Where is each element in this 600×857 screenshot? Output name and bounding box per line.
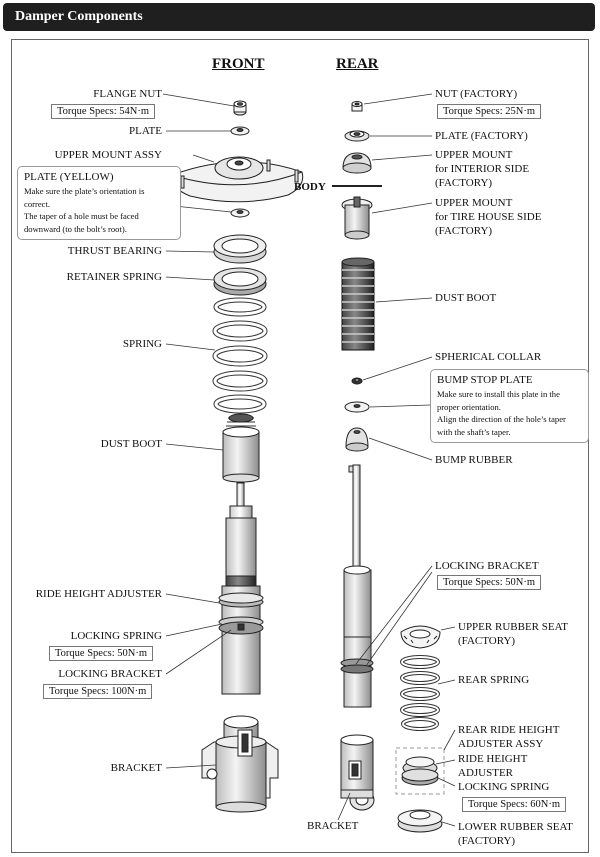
front-retainer-spring-label: RETAINER SPRING — [66, 271, 162, 283]
front-locking-bracket-label: LOCKING BRACKET — [58, 668, 162, 680]
rear-bump-stop-note-title: BUMP STOP PLATE — [437, 374, 533, 386]
rear-nut-label: NUT (FACTORY) — [435, 88, 518, 100]
rear-ride-height-adjuster-label-line: ADJUSTER — [458, 767, 514, 779]
rear-lower-rubber-seat-label-line: (FACTORY) — [458, 835, 516, 847]
rear-bracket-part — [340, 734, 375, 811]
leader-lines — [162, 93, 456, 827]
rear-spring-label: REAR SPRING — [458, 674, 530, 686]
rear-bump-rubber-part — [345, 427, 369, 452]
rear-upper-mount-interior-label-line: UPPER MOUNT — [435, 149, 513, 161]
rear-locking-bracket-label: LOCKING BRACKET — [435, 560, 539, 572]
front-locking-spring-torque: Torque Specs: 50N·m — [49, 646, 153, 661]
front-upper-mount-part — [171, 156, 304, 203]
rear-locking-spring-label: LOCKING SPRING — [458, 781, 550, 793]
rear-bump-stop-note-line: with the shaft’s taper. — [437, 426, 511, 437]
rear-upper-mount-tire-part — [341, 196, 373, 240]
rear-spring-part — [400, 655, 440, 731]
rear-upper-mount-tire-label-line: for TIRE HOUSE SIDE — [435, 211, 542, 223]
rear-damper-body-part — [340, 464, 374, 708]
front-bracket-label: BRACKET — [110, 762, 162, 774]
front-plate-note-line: Make sure the plate’s orientation is — [24, 186, 145, 196]
rear-bracket-label: BRACKET — [307, 820, 359, 832]
front-flange-nut-label: FLANGE NUT — [93, 88, 162, 100]
rear-locking-bracket-torque: Torque Specs: 50N·m — [437, 575, 541, 590]
rear-ride-height-adjuster-assy-label-line: ADJUSTER ASSY — [458, 738, 544, 750]
rear-bump-stop-note-line: Make sure to install this plate in the — [437, 389, 560, 399]
rear-upper-mount-tire-label-line: UPPER MOUNT — [435, 197, 513, 209]
rear-spherical-collar-label: SPHERICAL COLLAR — [435, 351, 542, 363]
rear-bump-stop-note-line: Align the direction of the hole’s taper — [437, 414, 566, 424]
front-plate-note-line: correct. — [24, 198, 50, 209]
front-retainer-spring-part — [213, 267, 267, 296]
rear-plate-part — [344, 130, 370, 142]
page-title: Damper Components — [15, 9, 143, 24]
rear-nut-torque: Torque Specs: 25N·m — [437, 104, 541, 119]
rear-dust-boot-part — [341, 257, 375, 351]
front-thrust-bearing-label: THRUST BEARING — [67, 245, 162, 257]
rear-upper-mount-tire-label-line: (FACTORY) — [435, 225, 493, 237]
front-plate-note-line: downward (to the bolt’s root). — [24, 223, 127, 234]
front-dust-boot-part — [222, 413, 260, 483]
front-plate-note-line: The taper of a hole must be faced — [24, 211, 139, 221]
front-damper-body-part — [218, 482, 264, 695]
rear-ride-height-adjuster-part — [395, 747, 445, 795]
rear-spherical-collar-part — [351, 377, 363, 385]
rear-bump-rubber-label: BUMP RUBBER — [435, 454, 513, 466]
header-bar: Damper Components — [3, 3, 595, 31]
rear-column-heading: REAR — [336, 56, 379, 72]
front-yellow-plate-part — [230, 208, 250, 218]
front-bracket-part — [201, 715, 279, 813]
rear-upper-mount-interior-label-line: (FACTORY) — [435, 177, 493, 189]
front-plate-note-title: PLATE (YELLOW) — [24, 171, 114, 183]
rear-nut-part — [351, 101, 363, 112]
front-upper-mount-label: UPPER MOUNT ASSY — [54, 149, 162, 161]
front-plate-note: PLATE (YELLOW) Make sure the plate’s ori… — [17, 166, 181, 240]
rear-upper-rubber-seat-part — [400, 625, 441, 649]
rear-upper-mount-interior-part — [342, 152, 372, 174]
rear-locking-spring-torque: Torque Specs: 60N·m — [462, 797, 566, 812]
body-label: BODY — [294, 181, 326, 193]
rear-bump-stop-plate-part — [344, 401, 370, 413]
rear-upper-rubber-seat-label-line: UPPER RUBBER SEAT — [458, 621, 569, 633]
rear-bump-stop-note-line: proper orientation. — [437, 401, 501, 412]
front-ride-height-adjuster-label: RIDE HEIGHT ADJUSTER — [35, 588, 162, 600]
rear-lower-rubber-seat-label-line: LOWER RUBBER SEAT — [458, 821, 573, 833]
rear-upper-rubber-seat-label-line: (FACTORY) — [458, 635, 516, 647]
front-dust-boot-label: DUST BOOT — [100, 438, 162, 450]
front-column-heading: FRONT — [212, 56, 265, 72]
front-thrust-bearing-part — [213, 234, 267, 264]
diagram-frame — [11, 39, 589, 853]
front-locking-spring-label: LOCKING SPRING — [70, 630, 162, 642]
rear-upper-mount-interior-label-line: for INTERIOR SIDE — [435, 163, 530, 175]
front-plate-label: PLATE — [129, 125, 162, 137]
rear-dust-boot-label: DUST BOOT — [435, 292, 497, 304]
front-locking-bracket-torque: Torque Specs: 100N·m — [43, 684, 153, 699]
rear-bump-stop-plate-note: BUMP STOP PLATE Make sure to install thi… — [430, 369, 589, 443]
front-flange-nut-torque: Torque Specs: 54N·m — [51, 104, 155, 119]
rear-ride-height-adjuster-assy-label-line: REAR RIDE HEIGHT — [458, 724, 560, 736]
front-spring-part — [212, 297, 268, 414]
rear-lower-rubber-seat-part — [397, 809, 443, 833]
front-flange-nut-part — [233, 100, 247, 116]
rear-plate-label: PLATE (FACTORY) — [435, 130, 528, 142]
front-spring-label: SPRING — [122, 338, 162, 350]
rear-ride-height-adjuster-label-line: RIDE HEIGHT — [458, 753, 528, 765]
front-plate-part — [230, 126, 250, 136]
